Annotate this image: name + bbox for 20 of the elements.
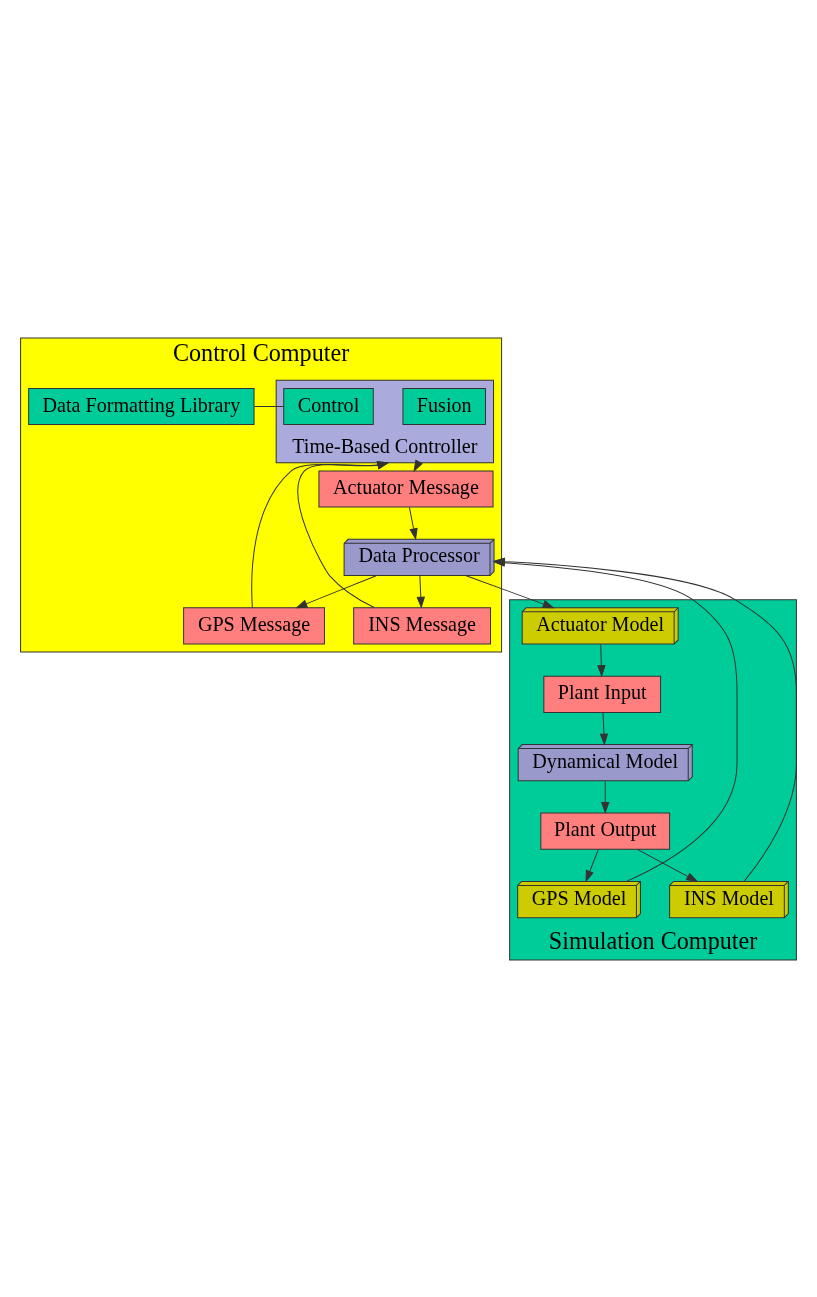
node-box: Actuator Message — [318, 469, 494, 508]
node-box: Data Formatting Library — [28, 387, 255, 425]
node-box: Fusion — [402, 387, 486, 425]
arrow — [601, 780, 610, 814]
node-box: INS Message — [353, 606, 491, 644]
arrow — [251, 460, 390, 608]
node-box: GPS Message — [183, 606, 325, 644]
arrow — [599, 711, 609, 746]
node-box: Plant Output — [540, 812, 671, 850]
arrow — [465, 574, 555, 608]
arrow — [585, 848, 599, 882]
node-box: Control — [283, 387, 374, 425]
node-box: Plant Input — [543, 675, 662, 713]
arrow — [297, 460, 390, 608]
arrow — [416, 574, 426, 609]
connector — [253, 405, 285, 407]
arrow — [636, 848, 699, 882]
arrow — [408, 506, 418, 540]
arrow — [295, 574, 377, 608]
arrow — [597, 643, 606, 677]
